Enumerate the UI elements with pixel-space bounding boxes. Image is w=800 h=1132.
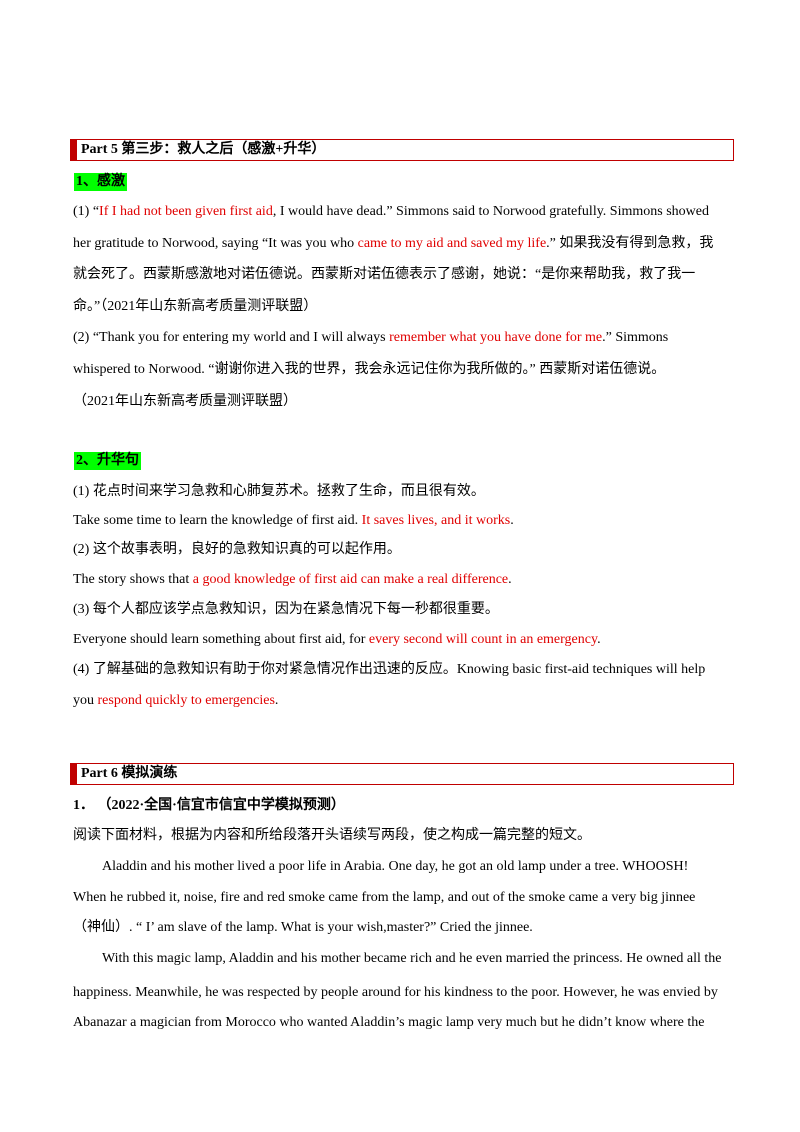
sentence3-cn: (3) 每个人都应该学点急救知识，因为在紧急情况下每一秒都很重要。	[73, 602, 499, 617]
part6-title: Part 6 模拟演练	[81, 766, 178, 781]
sentence4-line2: you respond quickly to emergencies.	[73, 693, 279, 708]
passage-p1-line1: Aladdin and his mother lived a poor life…	[102, 859, 689, 874]
section-sublimation-heading: 2、升华句	[74, 452, 141, 470]
passage-p2-line3: Abanazar a magician from Morocco who wan…	[73, 1015, 705, 1030]
example1-line2: her gratitude to Norwood, saying “It was…	[73, 236, 714, 251]
question1-title: 1． （2022·全国·信宜市信宜中学模拟预测）	[73, 798, 345, 813]
example1-line4: 命。”（2021年山东新高考质量测评联盟）	[73, 299, 318, 314]
sentence1-cn: (1) 花点时间来学习急救和心肺复苏术。拯救了生命，而且很有效。	[73, 484, 485, 499]
part6-header: Part 6 模拟演练	[70, 763, 734, 785]
sentence2-en: The story shows that a good knowledge of…	[73, 572, 512, 587]
part5-title: Part 5 第三步：救人之后（感激+升华）	[81, 142, 326, 157]
sentence2-cn: (2) 这个故事表明，良好的急救知识真的可以起作用。	[73, 542, 401, 557]
sentence4-line1: (4) 了解基础的急救知识有助于你对紧急情况作出迅速的反应。Knowing ba…	[73, 662, 706, 677]
passage-p2-line2: happiness. Meanwhile, he was respected b…	[73, 985, 718, 1000]
passage-p1-line3: （神仙）. “ I’ am slave of the lamp. What is…	[73, 920, 533, 935]
question1-instructions: 阅读下面材料，根据为内容和所给段落开头语续写两段，使之构成一篇完整的短文。	[73, 828, 591, 843]
example2-line1: (2) “Thank you for entering my world and…	[73, 330, 669, 345]
example1-line3: 就会死了。西蒙斯感激地对诺伍德说。西蒙斯对诺伍德表示了感谢，她说：“是你来帮助我…	[73, 267, 696, 282]
passage-p2-line1: With this magic lamp, Aladdin and his mo…	[102, 951, 722, 966]
example2-line3: （2021年山东新高考质量测评联盟）	[73, 394, 297, 409]
part5-header: Part 5 第三步：救人之后（感激+升华）	[70, 139, 734, 161]
example1-line1: (1) “If I had not been given first aid, …	[73, 204, 709, 219]
example2-line2: whispered to Norwood. “谢谢你进入我的世界，我会永远记住你…	[73, 362, 666, 377]
sentence1-en: Take some time to learn the knowledge of…	[73, 513, 514, 528]
sentence3-en: Everyone should learn something about fi…	[73, 632, 601, 647]
passage-p1-line2: When he rubbed it, noise, fire and red s…	[73, 890, 696, 905]
section-thanks-heading: 1、感激	[74, 173, 127, 191]
